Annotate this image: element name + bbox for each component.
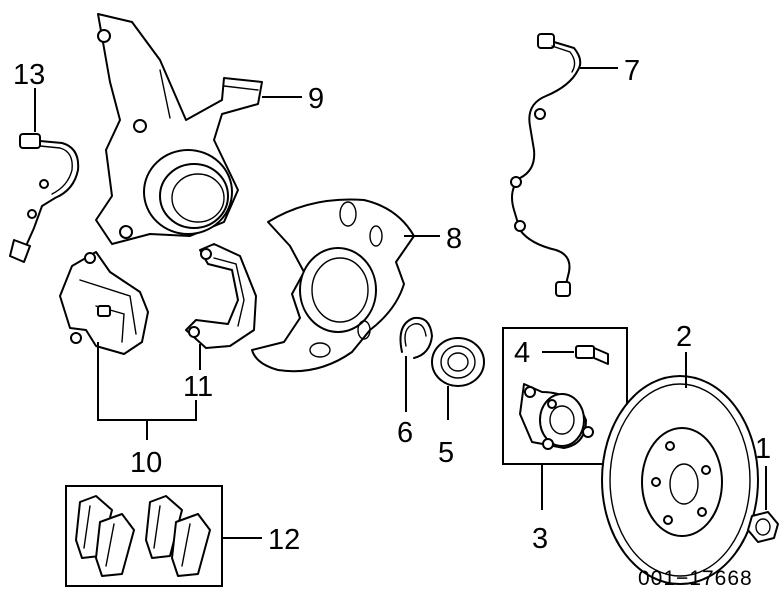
callout-4: 4	[514, 337, 530, 369]
brake-caliper-icon	[59, 251, 149, 355]
callout-12: 12	[268, 524, 300, 556]
hub-assembly-frame	[502, 327, 628, 465]
hub-bolt-icon	[575, 345, 609, 365]
callout-3: 3	[532, 523, 548, 555]
callout-7: 7	[624, 55, 640, 87]
wheel-bearing-icon	[431, 337, 485, 387]
brake-pads-icon	[75, 495, 211, 577]
snap-ring-icon	[399, 316, 433, 359]
brake-hose-icon	[9, 133, 80, 263]
caliper-bracket-icon	[185, 243, 257, 349]
callout-13: 13	[13, 59, 45, 91]
abs-sensor-wire-icon	[510, 33, 582, 297]
callout-6: 6	[397, 417, 413, 449]
leader-10-bracket	[97, 342, 197, 421]
callout-5: 5	[438, 437, 454, 469]
callout-1: 1	[755, 433, 771, 465]
brake-pads-frame	[65, 485, 223, 587]
callout-10: 10	[130, 447, 162, 479]
nut-icon	[747, 511, 779, 543]
callout-2: 2	[676, 321, 692, 353]
callout-8: 8	[446, 223, 462, 255]
diagram-code: 001−17668	[638, 567, 753, 590]
wheel-hub-icon	[519, 383, 594, 450]
steering-knuckle-icon	[95, 13, 263, 245]
dust-shield-icon	[251, 198, 415, 373]
callout-9: 9	[308, 83, 324, 115]
brake-disc-rotor-icon	[601, 375, 759, 585]
callout-11: 11	[183, 371, 213, 403]
